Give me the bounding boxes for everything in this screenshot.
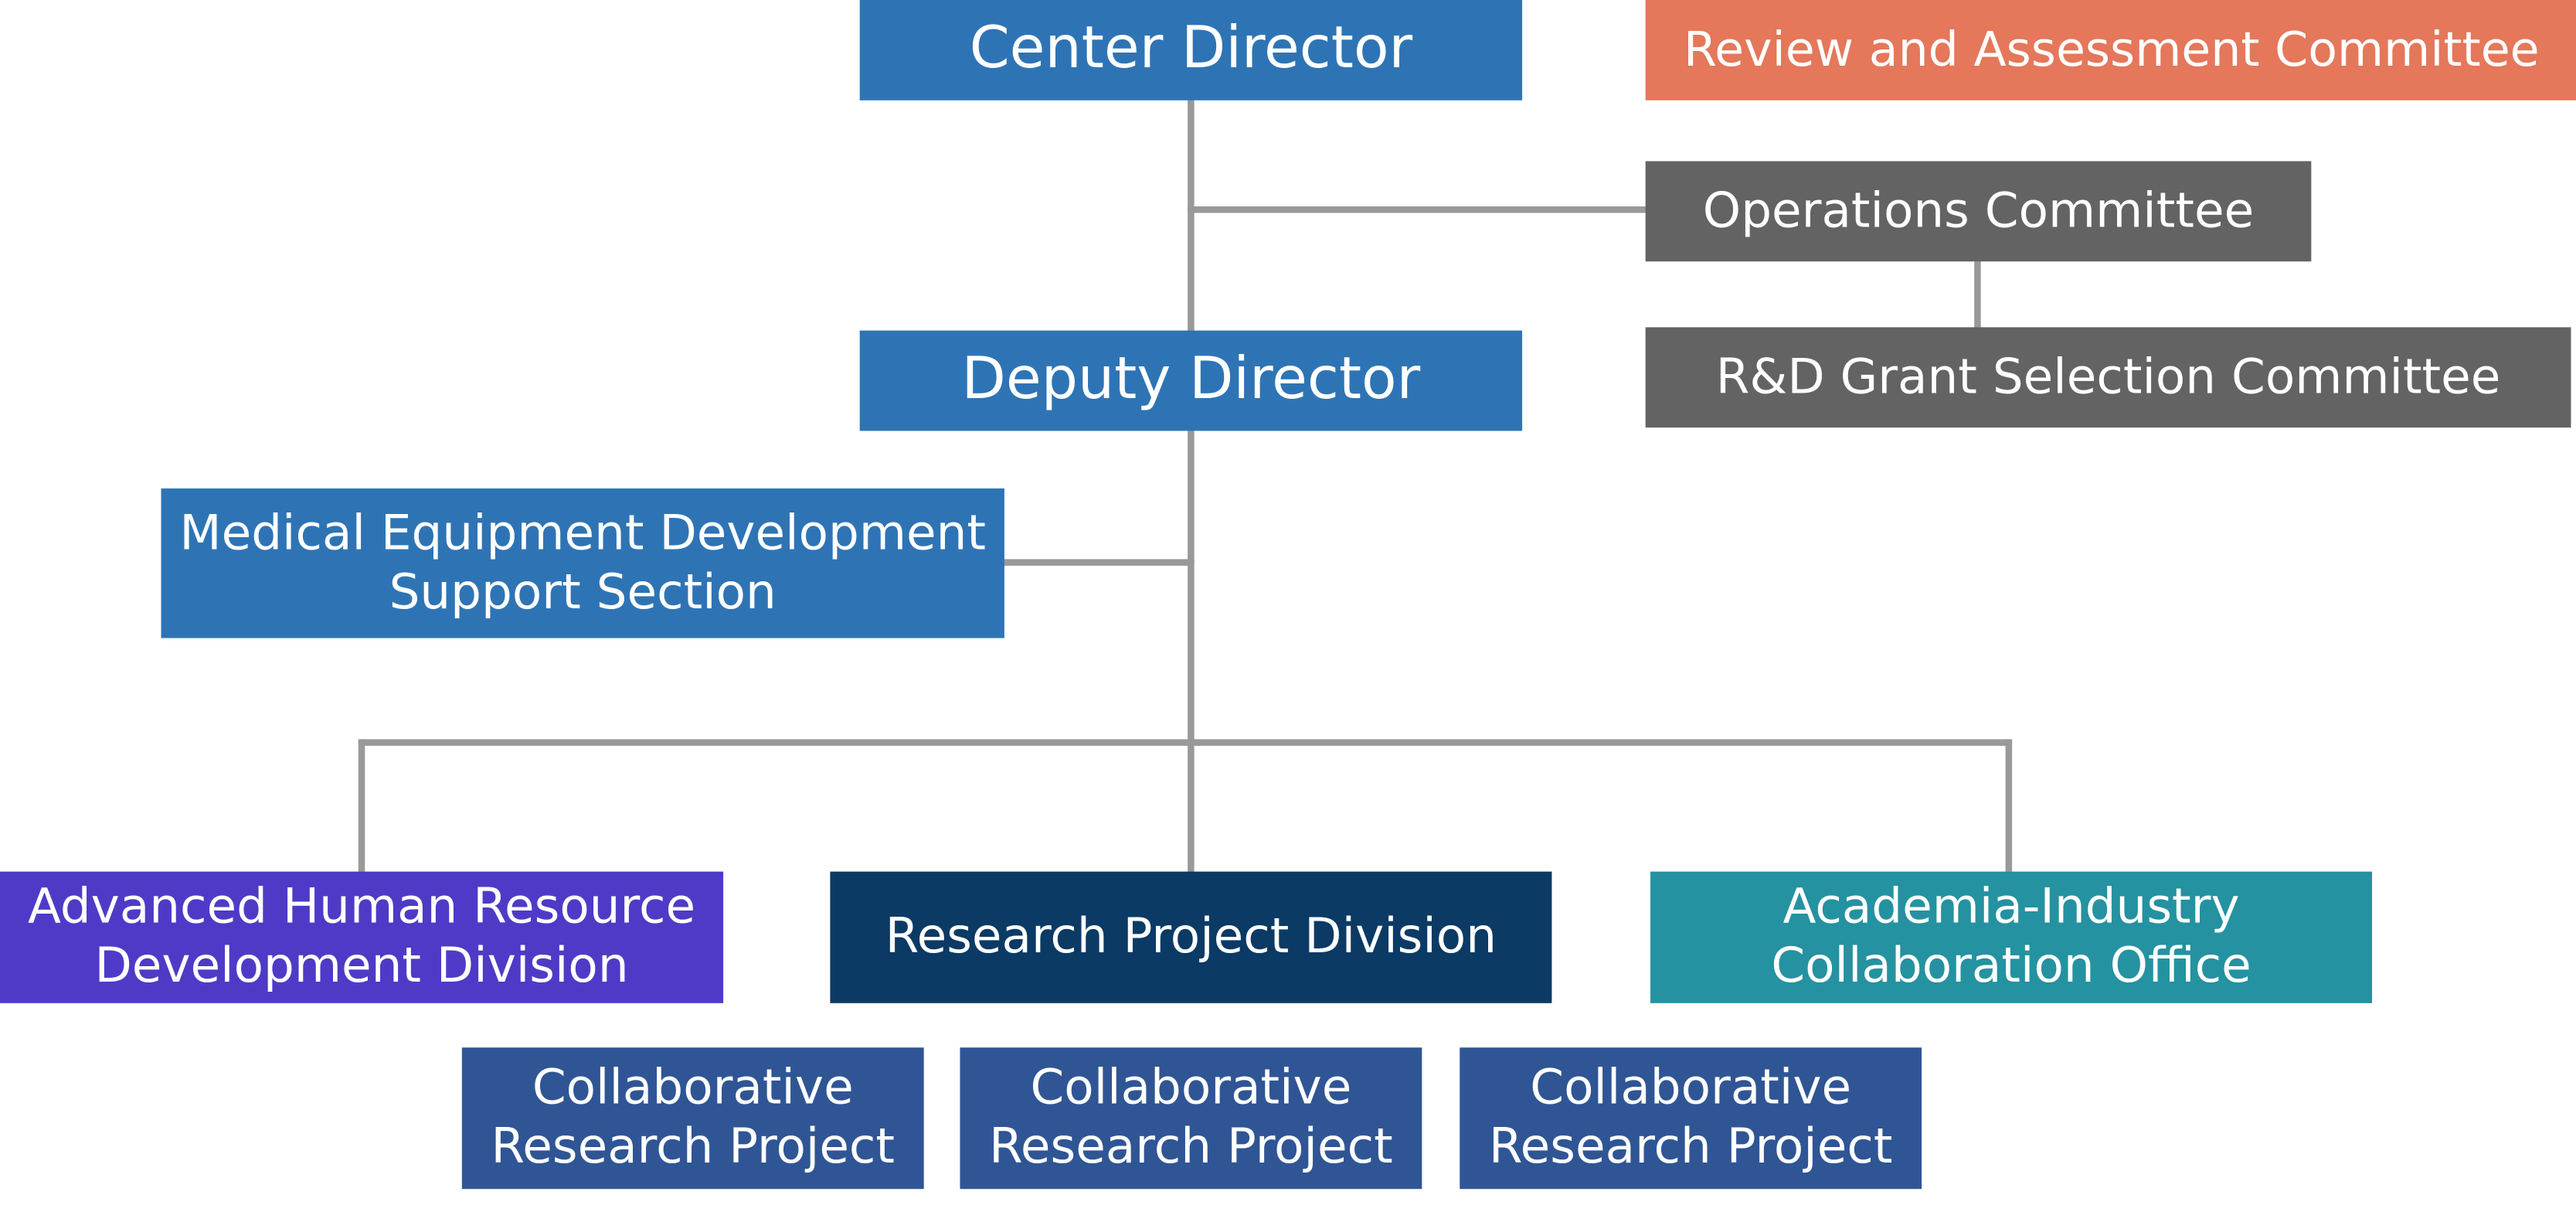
hr-division-line2: Development Division bbox=[94, 937, 629, 994]
collaborative-project-box: Collaborative Research Project bbox=[1460, 1047, 1922, 1190]
deputy-director-label: Deputy Director bbox=[961, 347, 1421, 414]
center-director-box: Center Director bbox=[859, 0, 1523, 100]
review-committee-label: Review and Assessment Committee bbox=[1684, 21, 2540, 77]
academia-office-line2: Collaboration Office bbox=[1771, 937, 2251, 994]
medical-section-line1: Medical Equipment Development bbox=[179, 504, 986, 560]
medical-section-line2: Support Section bbox=[389, 563, 777, 620]
center-director-label: Center Director bbox=[969, 16, 1413, 83]
project-line2: Research Project bbox=[491, 1118, 895, 1175]
operations-committee-label: Operations Committee bbox=[1702, 182, 2255, 238]
medical-section-box: Medical Equipment Development Support Se… bbox=[161, 488, 1004, 638]
collaborative-project-box: Collaborative Research Project bbox=[461, 1047, 924, 1190]
research-division-box: Research Project Division bbox=[830, 871, 1552, 1003]
collaborative-project-box: Collaborative Research Project bbox=[960, 1047, 1422, 1190]
academia-office-line1: Academia-Industry bbox=[1782, 878, 2240, 935]
academia-office-box: Academia-Industry Collaboration Office bbox=[1650, 871, 2373, 1003]
review-committee-box: Review and Assessment Committee bbox=[1645, 0, 2576, 100]
grant-committee-label: R&D Grant Selection Committee bbox=[1715, 347, 2501, 404]
grant-committee-box: R&D Grant Selection Committee bbox=[1645, 327, 2571, 428]
project-line2: Research Project bbox=[1488, 1118, 1893, 1175]
deputy-director-box: Deputy Director bbox=[859, 330, 1523, 431]
project-line1: Collaborative bbox=[1030, 1059, 1352, 1115]
operations-committee-box: Operations Committee bbox=[1645, 161, 2312, 262]
research-division-label: Research Project Division bbox=[885, 907, 1497, 964]
hr-division-line1: Advanced Human Resource bbox=[28, 878, 696, 935]
project-line2: Research Project bbox=[989, 1118, 1393, 1175]
hr-division-box: Advanced Human Resource Development Divi… bbox=[0, 871, 724, 1003]
project-line1: Collaborative bbox=[1530, 1059, 1852, 1115]
project-line1: Collaborative bbox=[532, 1059, 854, 1115]
